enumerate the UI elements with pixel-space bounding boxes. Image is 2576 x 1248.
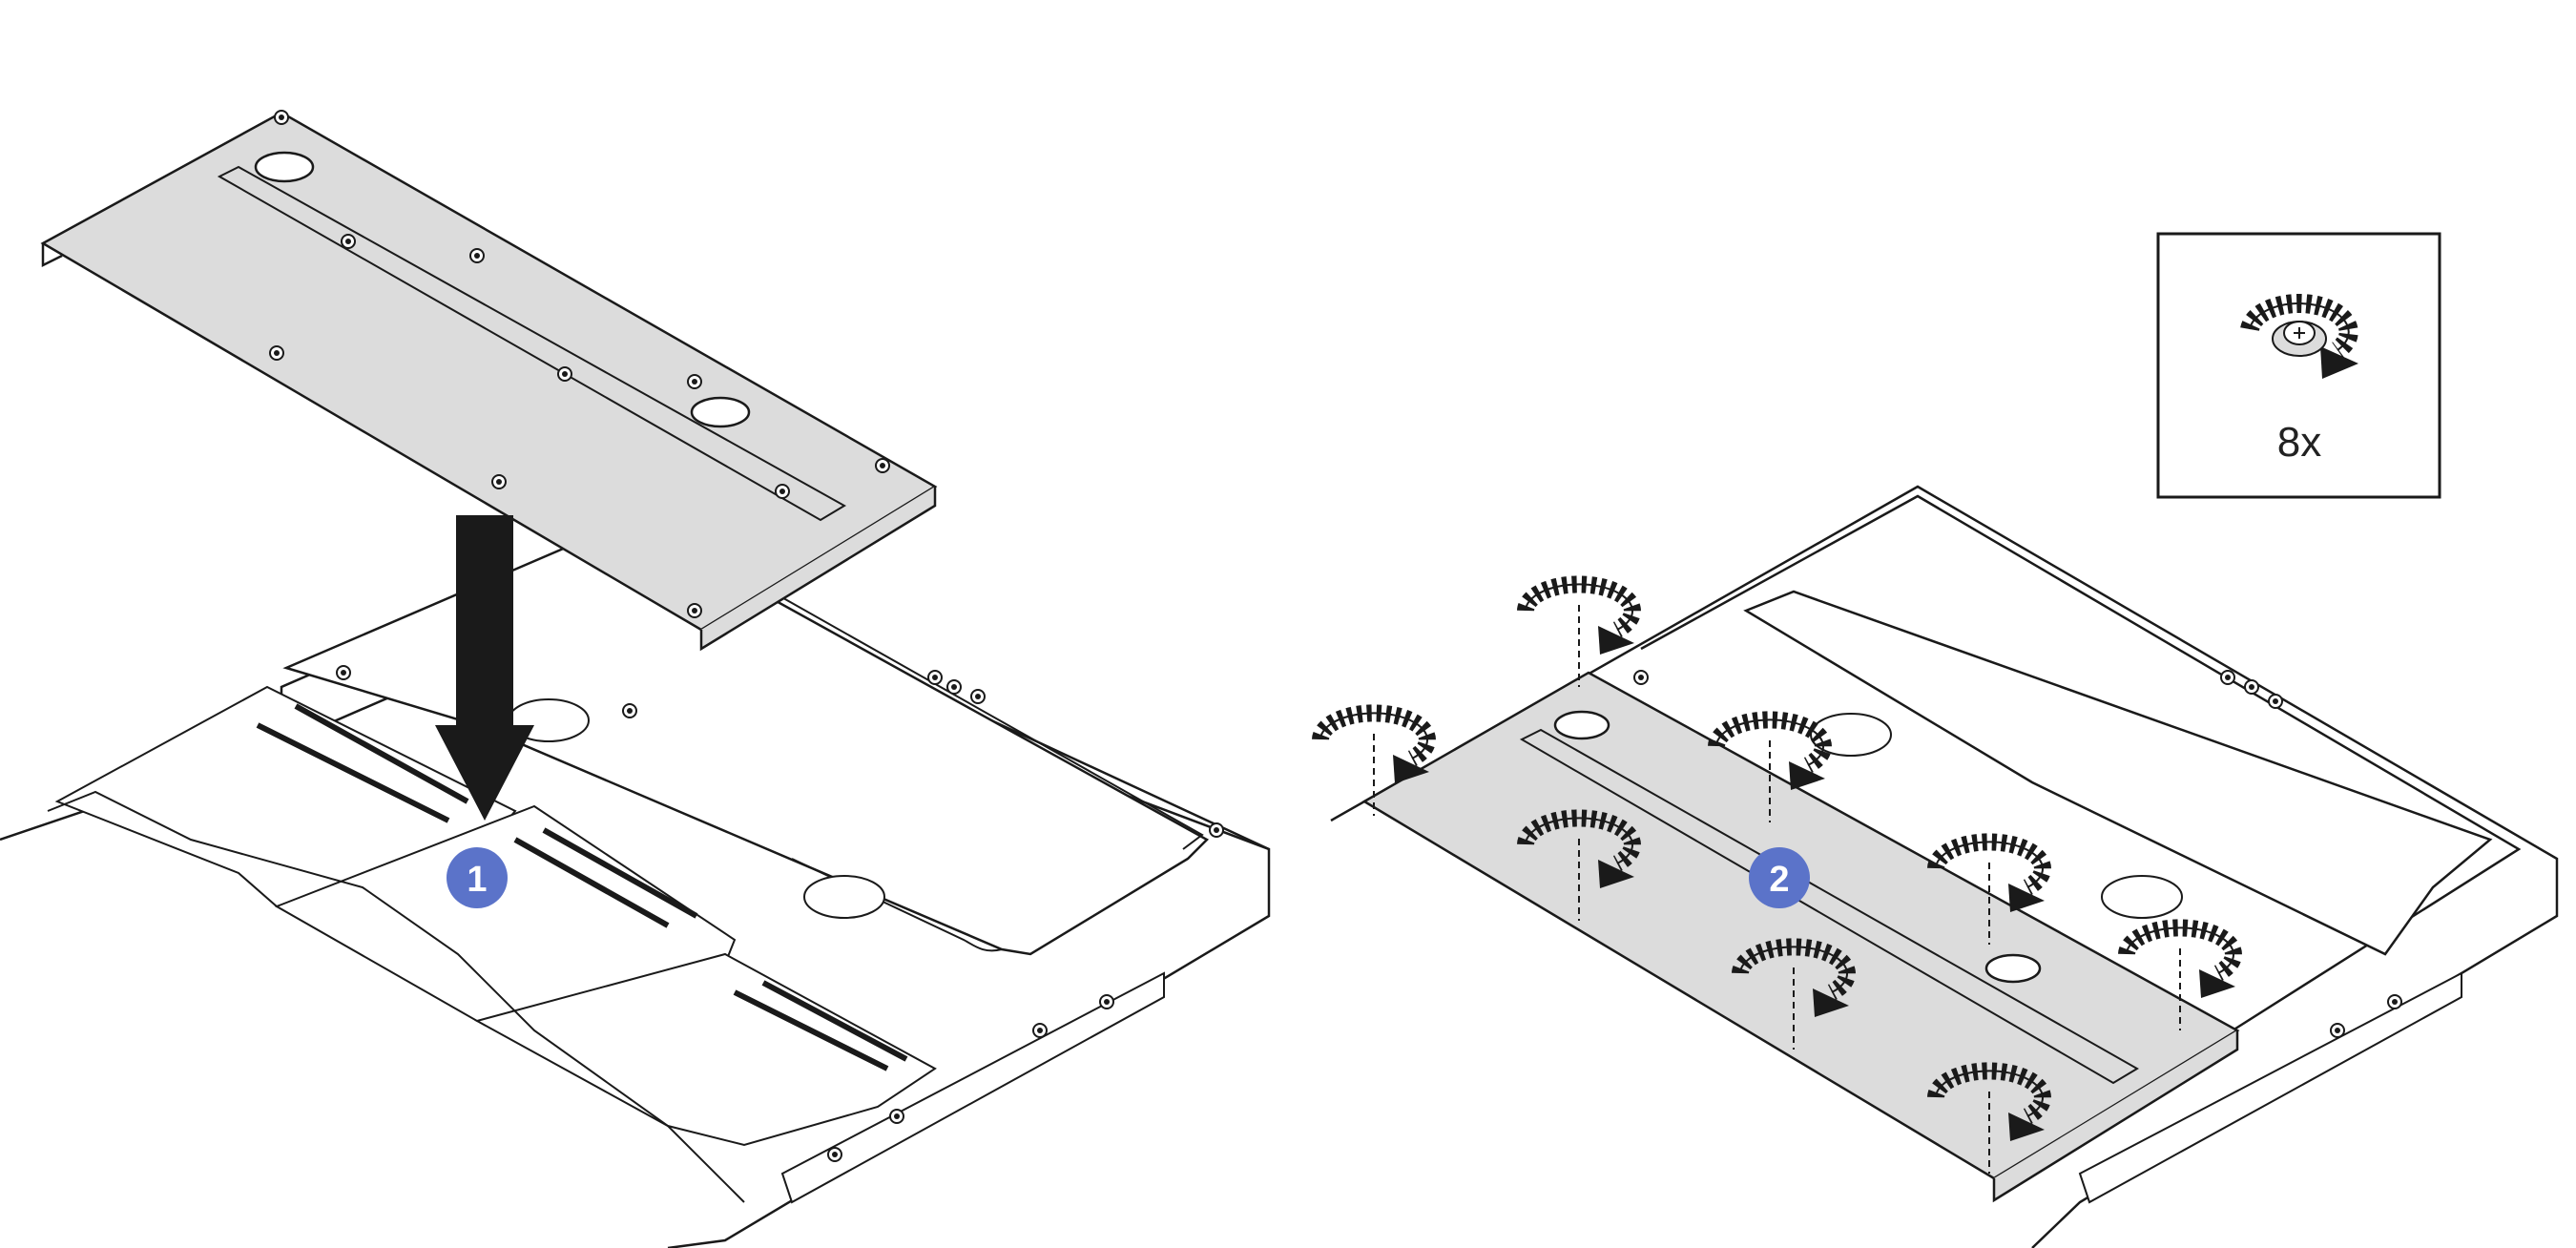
- step-badge-2: 2: [1749, 847, 1810, 908]
- left-server-chassis: [0, 518, 1271, 1248]
- step-badge-1: 1: [447, 847, 508, 908]
- step-2-number: 2: [1769, 860, 1789, 900]
- step-1-number: 1: [467, 860, 487, 900]
- down-arrow: [435, 515, 534, 821]
- installed-cover-plate: [1361, 671, 2240, 1203]
- screw-quantity-label: 8x: [2277, 419, 2321, 466]
- screw-quantity-callout: 8x: [2156, 232, 2441, 499]
- screw-rotate-icon: [2240, 294, 2358, 379]
- screw-rotate-icon: [1526, 584, 1634, 687]
- top-cover-plate: [40, 110, 938, 652]
